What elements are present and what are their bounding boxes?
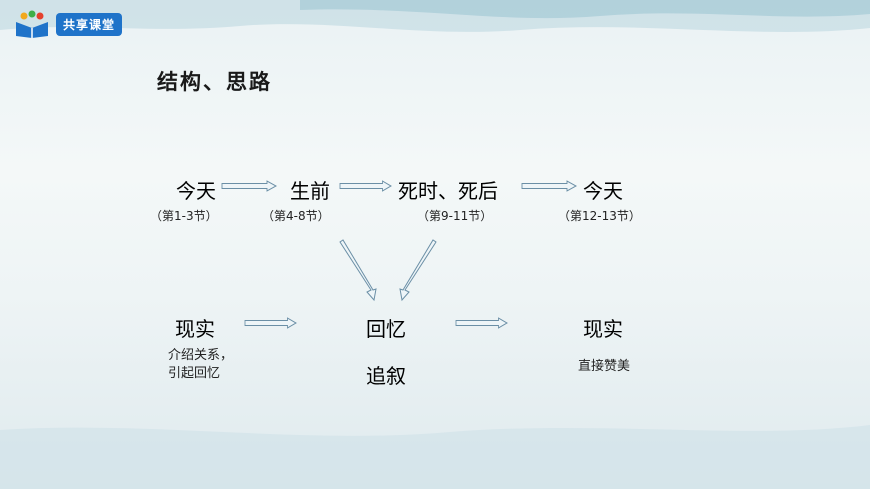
reality-right-label: 现实	[583, 317, 623, 341]
reality-left-note: 介绍关系， 引起回忆	[168, 347, 233, 383]
page-title: 结构、思路	[157, 70, 272, 94]
arrow-4	[244, 317, 297, 329]
reality-right-note: 直接赞美	[578, 359, 631, 374]
reality-left-note-line1: 介绍关系，	[168, 348, 234, 363]
recall-label: 回忆	[366, 317, 406, 341]
stage-before-death-sections: （第4-8节）	[262, 209, 330, 223]
stage-today-start-sections: （第1-3节）	[150, 209, 218, 223]
brand-logo: 共享课堂	[12, 10, 123, 38]
arrow-1	[221, 180, 277, 192]
reality-left-note-line2: 引起回忆	[168, 366, 221, 381]
stage-today-end: 今天	[583, 179, 623, 203]
arrow-diag-right	[399, 239, 437, 302]
book-people-icon	[16, 10, 48, 38]
arrow-diag-left	[339, 239, 377, 302]
reality-left-label: 现实	[175, 317, 215, 341]
arrow-2	[339, 180, 392, 192]
arrow-5	[455, 317, 508, 329]
stage-today-end-sections: （第12-13节）	[558, 209, 641, 223]
brand-badge: 共享课堂	[56, 12, 123, 36]
stage-before-death: 生前	[290, 179, 330, 203]
stage-death-sections: （第9-11节）	[417, 209, 493, 223]
stage-today-start: 今天	[176, 179, 216, 203]
arrow-3	[521, 180, 577, 192]
narration-label: 追叙	[366, 364, 406, 388]
stage-death: 死时、死后	[398, 179, 498, 203]
